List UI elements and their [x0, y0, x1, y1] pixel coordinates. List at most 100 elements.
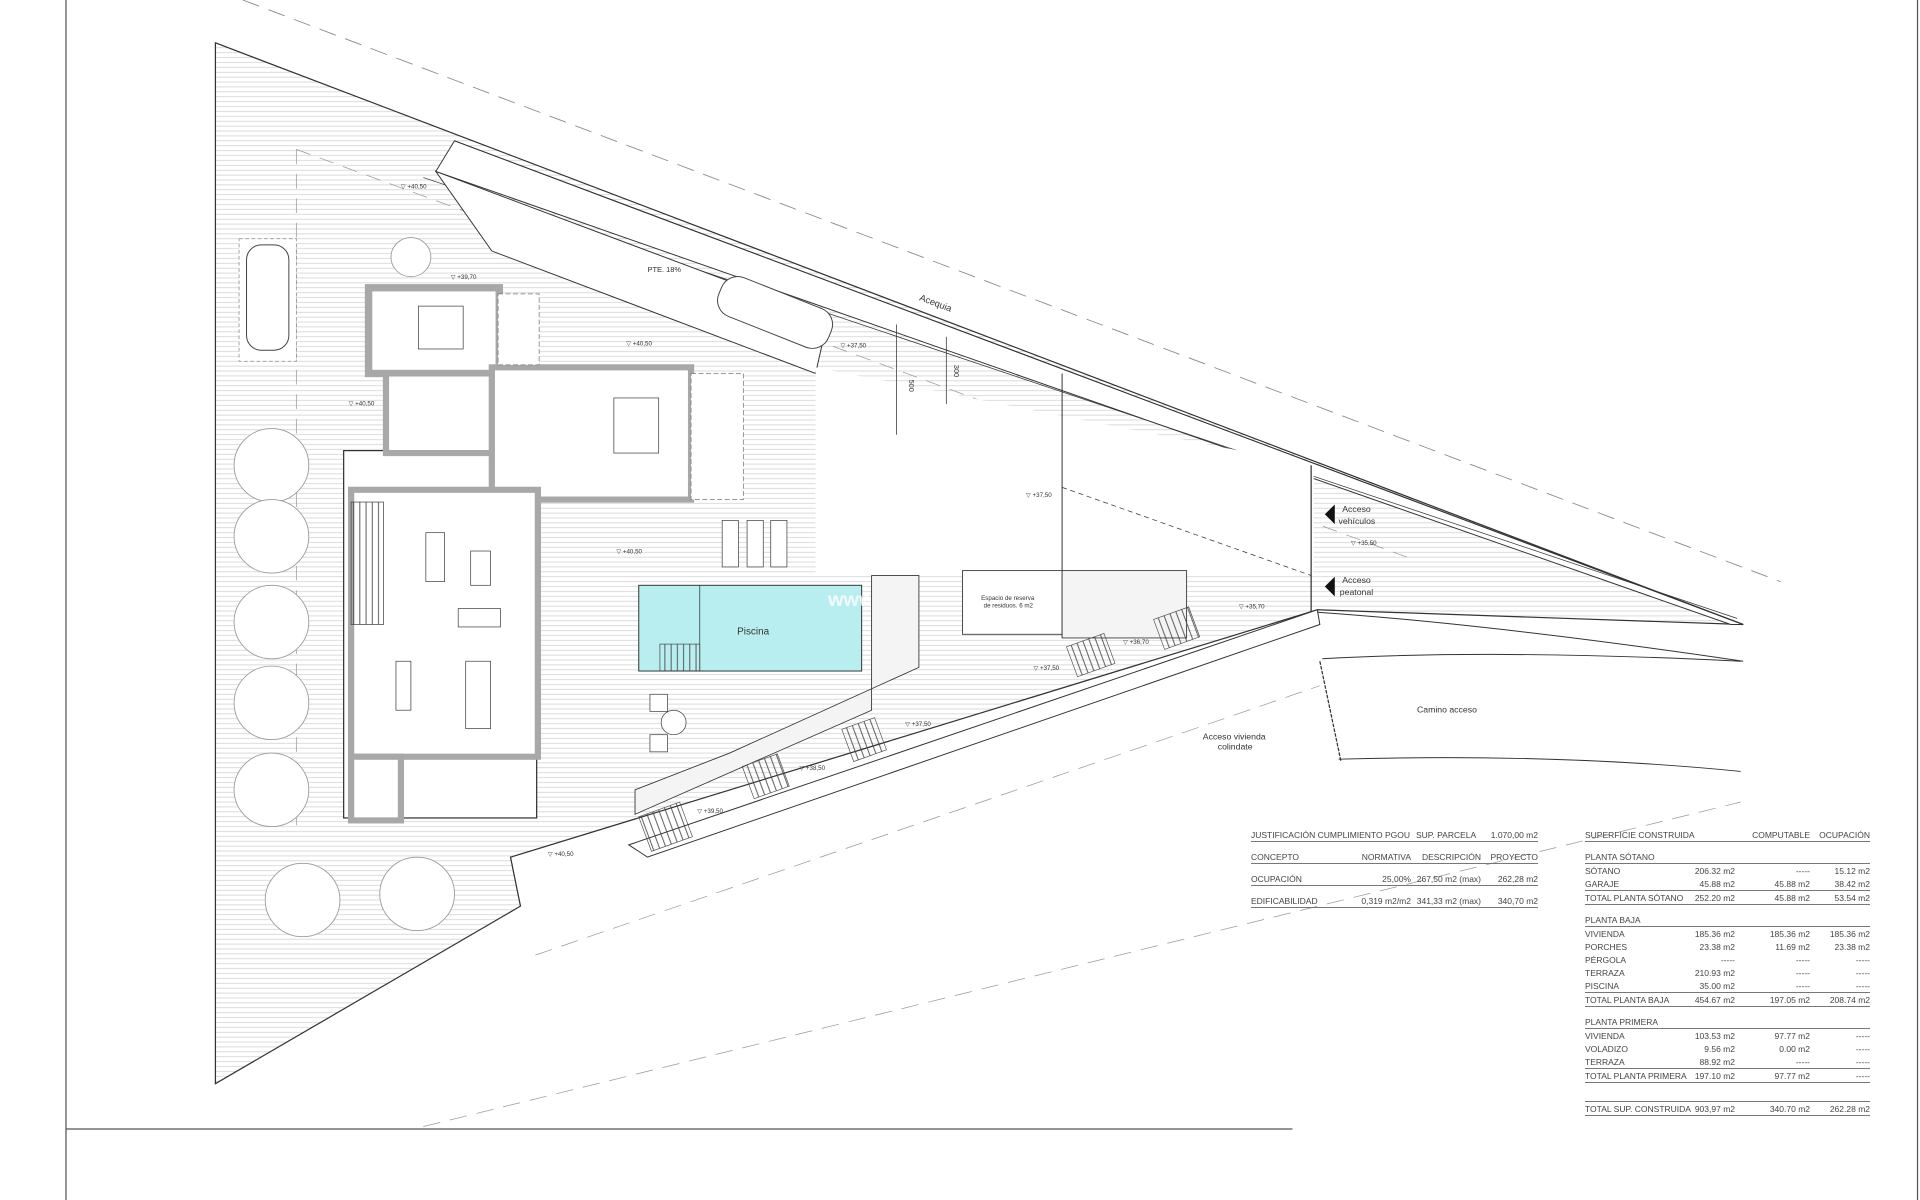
section-title: PLANTA PRIMERA: [1585, 1015, 1870, 1029]
pgou-header-row: CONCEPTO NORMATIVA DESCRIPCIÓN PROYECTO: [1251, 850, 1538, 864]
svg-text:▽ +37,50: ▽ +37,50: [840, 343, 866, 350]
cell: 103.53 m2: [1694, 1030, 1735, 1041]
cell: GARAJE: [1585, 878, 1620, 889]
svg-text:▽ +40,50: ▽ +40,50: [401, 184, 427, 191]
cell: 454.67 m2: [1694, 994, 1735, 1005]
cell: 11.69 m2: [1775, 941, 1810, 952]
car-icon: [246, 244, 290, 351]
camino-acceso: [1317, 611, 1744, 662]
pool-steps: [659, 643, 701, 672]
cell: TOTAL SUP. CONSTRUIDA: [1585, 1103, 1691, 1114]
section-title: PLANTA BAJA: [1585, 913, 1870, 927]
cell: 197.05 m2: [1769, 994, 1810, 1005]
svg-text:▽ +40,50: ▽ +40,50: [626, 340, 652, 347]
cell: 903,97 m2: [1694, 1103, 1735, 1114]
cell: 35.00 m2: [1699, 980, 1735, 991]
table-row: EDIFICABILIDAD 0,319 m2/m2 341,33 m2 (ma…: [1251, 894, 1538, 908]
svg-text:▽ +38,50: ▽ +38,50: [799, 765, 825, 772]
section-title-text: PLANTA PRIMERA: [1585, 1016, 1659, 1027]
cell: PORCHES: [1585, 941, 1628, 952]
superficie-table: SUPERFICIE CONSTRUIDA COMPUTABLE OCUPACIÓN…: [1585, 828, 1870, 1116]
cell: 53.54 m2: [1834, 892, 1870, 903]
cell: 15.12 m2: [1834, 865, 1870, 876]
section-title-text: PLANTA BAJA: [1585, 914, 1641, 925]
colindante-label: Acceso vivienda: [1203, 732, 1266, 742]
level-marks: ▽ +40,50 ▽ +39,70 ▽ +40,50 ▽ +37,50 ▽ +4…: [349, 184, 1378, 858]
svg-text:▽ +36,70: ▽ +36,70: [1123, 639, 1149, 646]
cell: -----: [1795, 967, 1810, 978]
cell: 185.36 m2: [1694, 928, 1735, 939]
table-row: OCUPACIÓN 25,00% 267,50 m2 (max) 262,28 …: [1251, 872, 1538, 886]
cell: -----: [1720, 954, 1735, 965]
pool-label: Piscina: [737, 626, 770, 637]
cell: 23.38 m2: [1699, 941, 1735, 952]
svg-text:▽ +40,50: ▽ +40,50: [349, 400, 375, 407]
colindante-label-2: colindate: [1218, 741, 1253, 751]
acceso-peatonal-label: Acceso: [1342, 575, 1371, 585]
pergola: [690, 373, 744, 500]
acceso-vehiculos-label: Acceso: [1342, 504, 1371, 514]
svg-text:▽ +40,50: ▽ +40,50: [548, 851, 574, 858]
cell: 45.88 m2: [1699, 878, 1735, 889]
pgou-title: JUSTIFICACIÓN CUMPLIMIENTO PGOU: [1251, 829, 1410, 840]
header-normativa: NORMATIVA: [1361, 851, 1411, 862]
cell: VIVIENDA: [1585, 1030, 1625, 1041]
steps: [638, 606, 1201, 852]
section-title-text: PLANTA SÓTANO: [1585, 851, 1655, 862]
slope-label: PTE. 18%: [647, 265, 681, 274]
cell: 252.20 m2: [1694, 892, 1735, 903]
cell: -----: [1855, 1056, 1870, 1067]
svg-text:▽ +37,50: ▽ +37,50: [1026, 492, 1052, 499]
cell: SUPERFICIE CONSTRUIDA: [1585, 829, 1695, 840]
pergola-upper: [497, 293, 540, 366]
residuos-label-2: de residuos. 6 m2: [984, 602, 1034, 609]
cell: 340.70 m2: [1769, 1103, 1810, 1114]
cell: PÉRGOLA: [1585, 954, 1627, 965]
cell: -----: [1795, 980, 1810, 991]
cell: 267,50 m2 (max): [1416, 873, 1481, 884]
cell: 9.56 m2: [1704, 1043, 1735, 1054]
cell: TERRAZA: [1585, 1056, 1625, 1067]
cell: 341,33 m2 (max): [1416, 895, 1481, 906]
cell: 340,70 m2: [1497, 895, 1538, 906]
cell: 208.74 m2: [1829, 994, 1870, 1005]
cell: VIVIENDA: [1585, 928, 1625, 939]
dimension-300: 300: [952, 365, 961, 377]
superficie-header-row: SUPERFICIE CONSTRUIDA COMPUTABLE OCUPACIÓN: [1585, 828, 1870, 842]
cell: -----: [1855, 967, 1870, 978]
camino-label: Camino acceso: [1417, 705, 1477, 715]
svg-text:▽ +37,50: ▽ +37,50: [1033, 665, 1059, 672]
cell: -----: [1795, 1056, 1810, 1067]
cell: 185.36 m2: [1829, 928, 1870, 939]
acequia-label: Acequia: [918, 293, 954, 314]
svg-text:▽ +39,70: ▽ +39,70: [451, 274, 477, 281]
outdoor-table: [649, 693, 687, 753]
cell: 206.32 m2: [1694, 865, 1735, 876]
cell: 197.10 m2: [1694, 1070, 1735, 1081]
cell: 262,28 m2: [1497, 873, 1538, 884]
cell: 262.28 m2: [1829, 1103, 1870, 1114]
cell: COMPUTABLE: [1752, 829, 1810, 840]
acceso-peatonal-label-2: peatonal: [1340, 587, 1373, 597]
cell: 25,00%: [1382, 873, 1411, 884]
svg-text:▽ +37,50: ▽ +37,50: [905, 721, 931, 728]
cell: OCUPACIÓN: [1819, 829, 1870, 840]
arrow-acceso-vehiculos-icon: [1324, 504, 1335, 525]
cell: 38.42 m2: [1834, 878, 1870, 889]
cell: TOTAL PLANTA SÓTANO: [1585, 892, 1684, 903]
cell: 45.88 m2: [1774, 878, 1810, 889]
cell: TOTAL PLANTA BAJA: [1585, 994, 1670, 1005]
cell: -----: [1795, 954, 1810, 965]
cell: EDIFICABILIDAD: [1251, 895, 1318, 906]
pgou-title-row: JUSTIFICACIÓN CUMPLIMIENTO PGOU SUP. PAR…: [1251, 828, 1538, 842]
parcela-label: SUP. PARCELA: [1416, 829, 1477, 840]
car-icon-ramp: [717, 276, 834, 349]
cell: 88.92 m2: [1699, 1056, 1735, 1067]
